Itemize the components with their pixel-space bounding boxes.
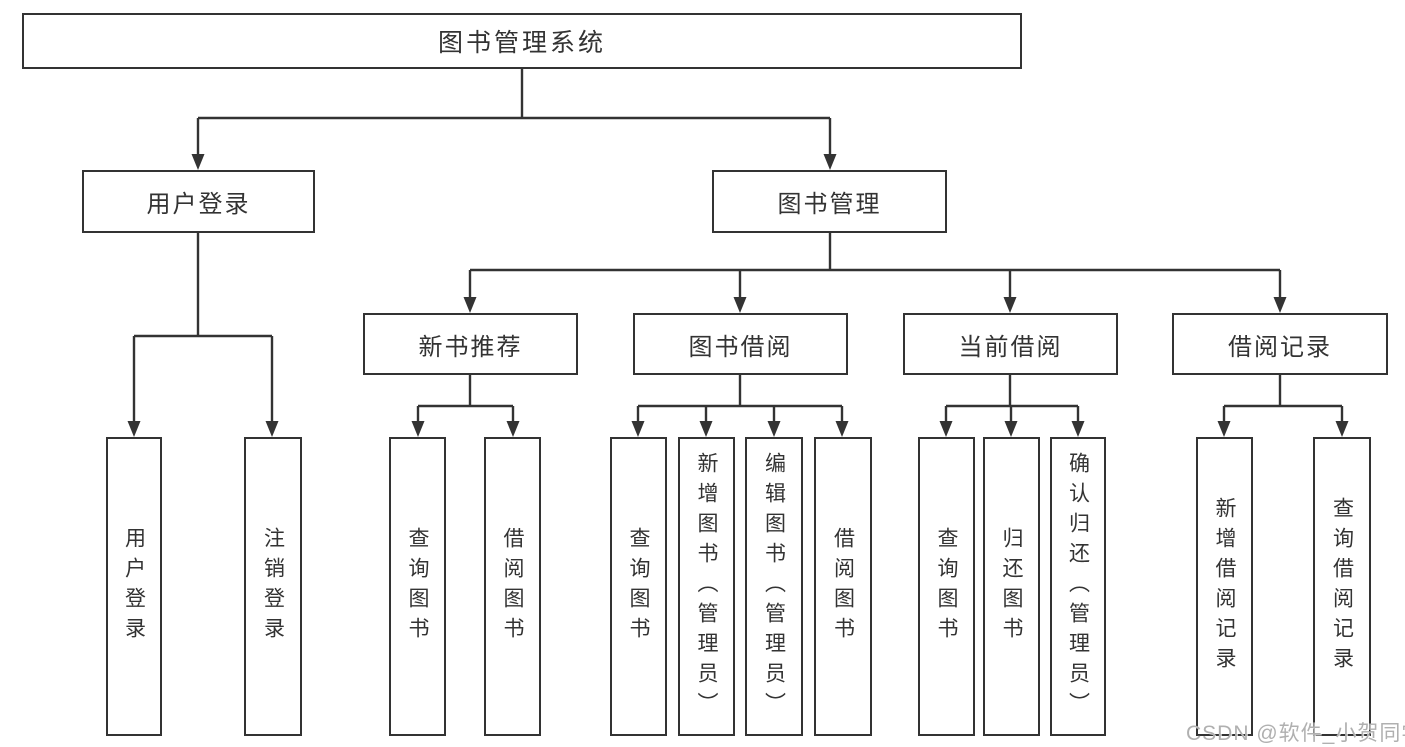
arrow-icon — [1071, 421, 1085, 437]
node-leaf-query-book-1-label: 查询图书 — [406, 526, 429, 647]
node-leaf-user-login-label: 用户登录 — [122, 526, 146, 647]
node-leaf-query-book-3: 查询图书 — [918, 437, 975, 736]
node-user-login-label: 用户登录 — [146, 191, 251, 218]
connector-root — [196, 68, 832, 156]
node-root: 图书管理系统 — [22, 13, 1022, 69]
node-current-borrow-label: 当前借阅 — [958, 333, 1063, 361]
csdn-watermark: CSDN @软件_小贺同学 — [1186, 722, 1405, 745]
node-leaf-confirm-return-admin-label: 确认归还（管理员） — [1066, 451, 1090, 722]
node-leaf-add-book-admin: 新增图书（管理员） — [678, 437, 735, 736]
arrow-icon — [1217, 421, 1231, 437]
arrow-icon — [1003, 297, 1017, 313]
node-leaf-borrow-book-1: 借阅图书 — [484, 437, 541, 736]
node-leaf-return-book-label: 归还图书 — [1000, 526, 1023, 647]
arrow-icon — [835, 421, 849, 437]
node-leaf-query-book-2-label: 查询图书 — [627, 526, 650, 647]
arrow-icon — [265, 421, 279, 437]
node-leaf-add-book-admin-label: 新增图书（管理员） — [695, 451, 718, 722]
node-leaf-query-borrow-record: 查询借阅记录 — [1313, 437, 1371, 736]
arrow-icon — [631, 421, 645, 437]
arrow-icon — [191, 154, 205, 170]
connector-current-borrow — [944, 375, 1080, 423]
node-leaf-borrow-book-2: 借阅图书 — [814, 437, 872, 736]
node-leaf-borrow-book-1-label: 借阅图书 — [501, 526, 524, 647]
node-book-borrow-label: 图书借阅 — [688, 333, 793, 361]
arrow-icon — [411, 421, 425, 437]
node-leaf-confirm-return-admin: 确认归还（管理员） — [1050, 437, 1106, 736]
node-leaf-query-book-1: 查询图书 — [389, 437, 446, 736]
connector-user-login — [132, 233, 274, 423]
node-leaf-edit-book-admin: 编辑图书（管理员） — [745, 437, 803, 736]
node-leaf-edit-book-admin-label: 编辑图书（管理员） — [762, 451, 786, 722]
connector-borrow-records — [1222, 375, 1344, 423]
arrow-icon — [1004, 421, 1018, 437]
connector-book-borrow — [636, 375, 844, 423]
arrow-icon — [823, 154, 837, 170]
arrow-icon — [733, 297, 747, 313]
node-book-mgmt-label: 图书管理 — [777, 191, 882, 218]
arrow-icon — [463, 297, 477, 313]
node-leaf-logout-label: 注销登录 — [261, 526, 285, 647]
arrow-icon — [506, 421, 520, 437]
arrowheads — [127, 154, 1349, 437]
node-borrow-records-label: 借阅记录 — [1228, 333, 1332, 361]
node-leaf-query-book-3-label: 查询图书 — [935, 526, 958, 647]
node-borrow-records: 借阅记录 — [1172, 313, 1388, 375]
arrow-icon — [767, 421, 781, 437]
arrow-icon — [699, 421, 713, 437]
connector-book-mgmt — [468, 233, 1282, 299]
arrow-icon — [127, 421, 141, 437]
node-new-book-recommend-label: 新书推荐 — [418, 333, 523, 361]
node-new-book-recommend: 新书推荐 — [363, 313, 578, 375]
node-root-label: 图书管理系统 — [437, 29, 606, 57]
node-leaf-query-borrow-record-label: 查询借阅记录 — [1330, 496, 1354, 677]
arrow-icon — [1335, 421, 1349, 437]
node-leaf-logout: 注销登录 — [244, 437, 302, 736]
node-leaf-query-book-2: 查询图书 — [610, 437, 667, 736]
node-user-login: 用户登录 — [82, 170, 315, 233]
arrow-icon — [1273, 297, 1287, 313]
node-leaf-add-borrow-record-label: 新增借阅记录 — [1213, 496, 1236, 677]
connector-new-book-rec — [416, 375, 515, 423]
node-book-borrow: 图书借阅 — [633, 313, 848, 375]
node-book-mgmt: 图书管理 — [712, 170, 947, 233]
node-leaf-return-book: 归还图书 — [983, 437, 1040, 736]
node-leaf-user-login: 用户登录 — [106, 437, 162, 736]
node-current-borrow: 当前借阅 — [903, 313, 1118, 375]
arrow-icon — [939, 421, 953, 437]
node-leaf-add-borrow-record: 新增借阅记录 — [1196, 437, 1253, 736]
node-leaf-borrow-book-2-label: 借阅图书 — [831, 526, 855, 647]
